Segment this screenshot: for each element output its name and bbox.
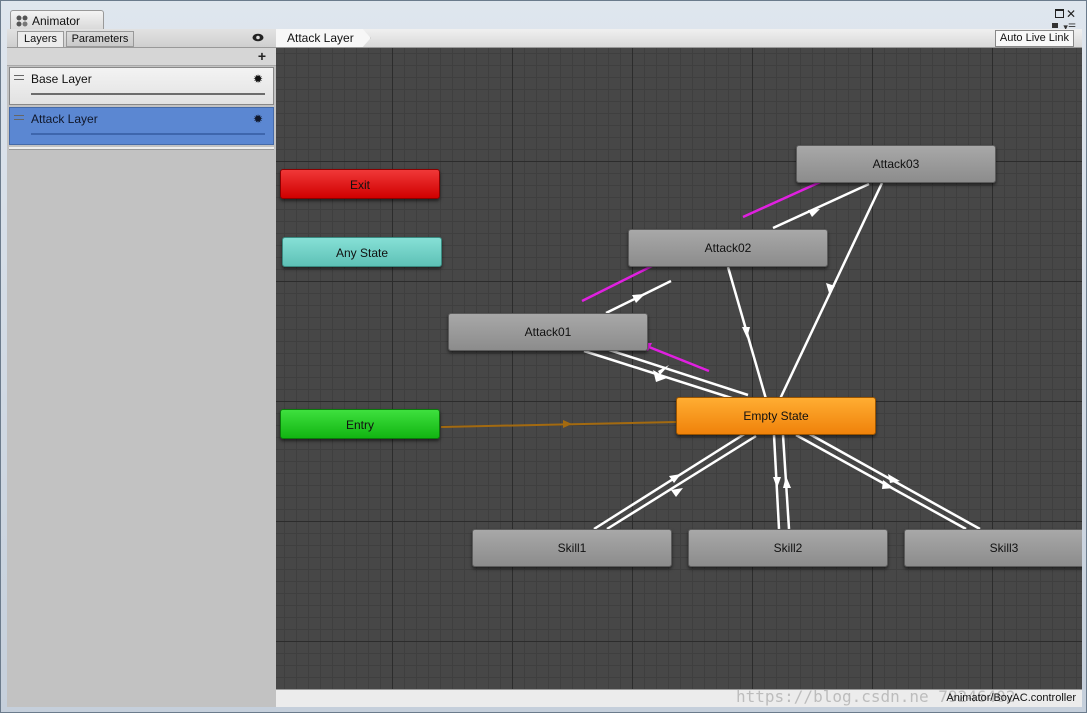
close-icon[interactable]: ✕ <box>1065 7 1076 21</box>
transition-arrow <box>773 477 781 488</box>
state-machine-graph[interactable]: Exit Any State Entry Attack03 Attack02 A… <box>276 29 1082 707</box>
transition-empty-skill3[interactable] <box>795 433 967 531</box>
entry-transition[interactable] <box>440 421 677 428</box>
layer-name: Base Layer <box>31 72 92 86</box>
transition-skill1-empty[interactable] <box>606 434 757 531</box>
layer-name: Attack Layer <box>31 112 98 126</box>
transition-attack03-empty[interactable] <box>778 182 884 400</box>
state-attack01[interactable]: Attack01 <box>448 313 648 351</box>
state-label: Skill1 <box>557 541 587 555</box>
transition-arrow <box>632 294 645 303</box>
drag-handle-icon[interactable] <box>14 75 24 80</box>
transition-arrow <box>669 474 681 483</box>
transition-arrow <box>742 327 750 338</box>
transition-arrow <box>671 488 683 497</box>
animator-window-tab[interactable]: Animator <box>10 10 104 30</box>
state-label: Skill2 <box>773 541 803 555</box>
transition-arrow <box>826 283 835 293</box>
layer-weight-slider[interactable] <box>31 133 265 135</box>
transition-arrow <box>888 474 900 483</box>
state-exit[interactable]: Exit <box>280 169 440 199</box>
auto-live-link-button[interactable]: Auto Live Link <box>994 30 1074 47</box>
status-bar: https://blog.csdn.ne 79246402 Animator/B… <box>276 687 1082 707</box>
transition-empty-attack01[interactable] <box>593 343 749 397</box>
state-label: Skill3 <box>989 541 1019 555</box>
state-skill1[interactable]: Skill1 <box>472 529 672 567</box>
highlight-arrow-attack02 <box>581 259 663 303</box>
tab-layers[interactable]: Layers <box>17 31 64 47</box>
state-entry[interactable]: Entry <box>280 409 440 439</box>
transition-arrow <box>783 476 791 488</box>
layer-weight-slider[interactable] <box>31 93 265 95</box>
lock-icon[interactable] <box>1052 23 1058 28</box>
tab-parameters[interactable]: Parameters <box>66 31 134 47</box>
layers-panel: Layers Parameters + Base Layer ✹ Attack … <box>7 29 276 707</box>
menu-icon[interactable]: ▾☰ <box>1063 22 1076 32</box>
transition-arrow <box>658 365 669 375</box>
layers-toolbar: + <box>7 48 276 66</box>
layer-item-attack[interactable]: Attack Layer ✹ <box>9 107 274 145</box>
graph-toolbar: Attack Layer Auto Live Link <box>276 29 1082 48</box>
highlight-arrow-attack01 <box>643 343 710 373</box>
state-empty-state[interactable]: Empty State <box>676 397 876 435</box>
window-controls: ✕ ▾☰ <box>1048 7 1078 33</box>
breadcrumb-layer: Attack Layer <box>287 31 354 45</box>
state-label: Attack01 <box>524 325 572 339</box>
state-label: Attack02 <box>704 241 752 255</box>
controller-path: Animator/BoyAC.controller <box>946 692 1076 704</box>
state-label: Exit <box>349 178 370 192</box>
state-attack02[interactable]: Attack02 <box>628 229 828 267</box>
transition-arrow <box>653 370 667 382</box>
state-skill3[interactable]: Skill3 <box>904 529 1082 567</box>
drag-handle-icon[interactable] <box>14 115 24 120</box>
panel-tabs: Layers Parameters <box>7 29 276 48</box>
transition-arrow <box>882 480 894 489</box>
state-any-state[interactable]: Any State <box>282 237 442 267</box>
layer-list-divider <box>9 147 274 150</box>
gear-icon[interactable]: ✹ <box>252 72 263 86</box>
gear-icon[interactable]: ✹ <box>252 112 263 126</box>
state-label: Entry <box>345 418 374 432</box>
state-label: Any State <box>335 246 389 260</box>
state-attack03[interactable]: Attack03 <box>796 145 996 183</box>
plus-icon[interactable]: + <box>257 48 266 64</box>
maximize-icon[interactable] <box>1055 9 1064 18</box>
layer-item-base[interactable]: Base Layer ✹ <box>9 67 274 105</box>
watermark: https://blog.csdn.ne 79246402 <box>736 687 1016 706</box>
transition-arrow <box>808 209 820 217</box>
entry-transition-arrow <box>563 420 572 428</box>
window-title: Animator <box>32 14 81 28</box>
transition-empty-skill1[interactable] <box>593 431 747 531</box>
state-label: Attack03 <box>872 157 920 171</box>
transition-lines <box>440 175 981 531</box>
transition-attack02-attack03[interactable] <box>772 182 870 230</box>
animator-icon <box>16 15 28 27</box>
breadcrumb[interactable]: Attack Layer <box>276 29 371 47</box>
state-label: Empty State <box>743 409 809 423</box>
highlight-arrow-attack03 <box>742 176 830 219</box>
eye-icon[interactable] <box>252 33 264 42</box>
state-skill2[interactable]: Skill2 <box>688 529 888 567</box>
